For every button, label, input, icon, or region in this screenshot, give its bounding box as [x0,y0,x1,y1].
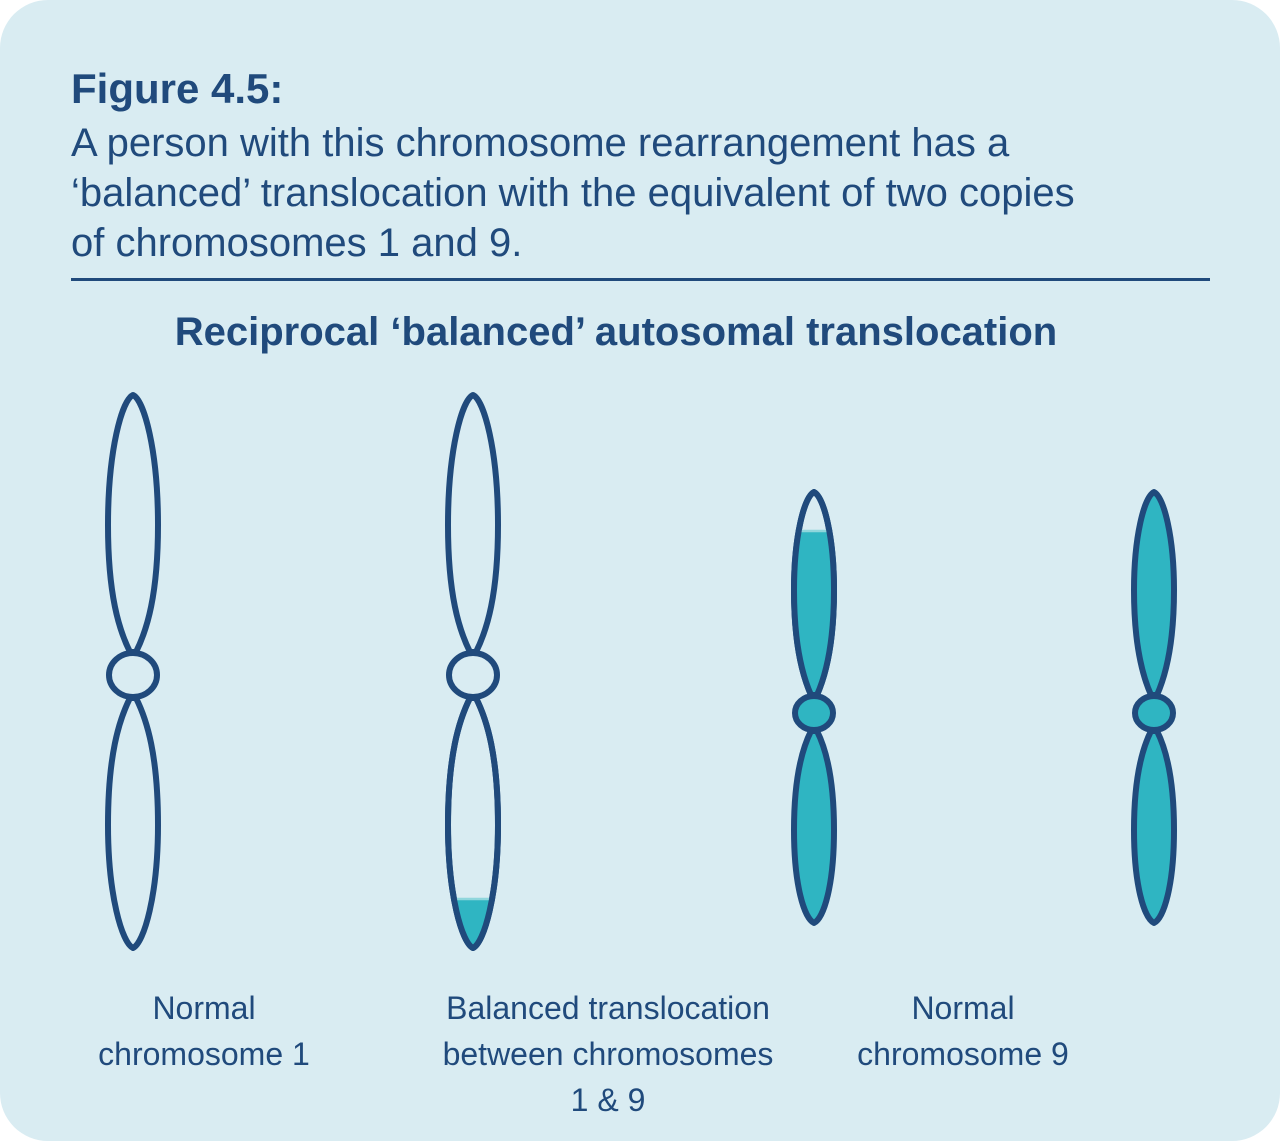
description-line: ‘balanced’ translocation with the equiva… [71,171,1075,215]
chromosome-upper-arm [1131,489,1177,698]
chromosome-upper-arm [105,392,161,655]
label-line: Normal [911,990,1015,1026]
label-line: 1 & 9 [570,1082,646,1118]
figure-number: Figure 4.5: [71,65,284,112]
label-normal-chromosome-1: Normal chromosome 1 [44,985,364,1077]
chromosome-lower-arm [791,728,837,926]
label-line: Normal [152,990,256,1026]
centromere [1132,693,1176,733]
chromosome-balanced-translocation-teal [791,489,837,926]
chromosome-normal-1 [105,392,161,951]
chromosome-upper-arm [445,392,501,655]
centromere [106,650,160,700]
label-normal-chromosome-9: Normal chromosome 9 [783,985,1143,1077]
teal-body-fill [794,530,834,695]
label-balanced-translocation: Balanced translocation between chromosom… [378,985,838,1123]
horizontal-divider [71,278,1210,281]
centromere [446,650,500,700]
chromosome-balanced-translocation [445,392,501,951]
diagram-title: Reciprocal ‘balanced’ autosomal transloc… [174,310,1058,354]
description-line: of chromosomes 1 and 9. [71,221,523,265]
label-line: chromosome 9 [857,1036,1069,1072]
label-line: Balanced translocation [446,990,770,1026]
chromosome-lower-arm-outline [445,695,501,951]
label-line: chromosome 1 [98,1036,310,1072]
chromosome-normal-9 [1131,489,1177,926]
label-line: between chromosomes [442,1036,774,1072]
chromosome-lower-arm [1131,728,1177,926]
centromere [792,693,836,733]
description-line: A person with this chromosome rearrangem… [71,121,1010,165]
chromosome-lower-arm [105,695,161,951]
figure-description: A person with this chromosome rearrangem… [71,118,1075,268]
